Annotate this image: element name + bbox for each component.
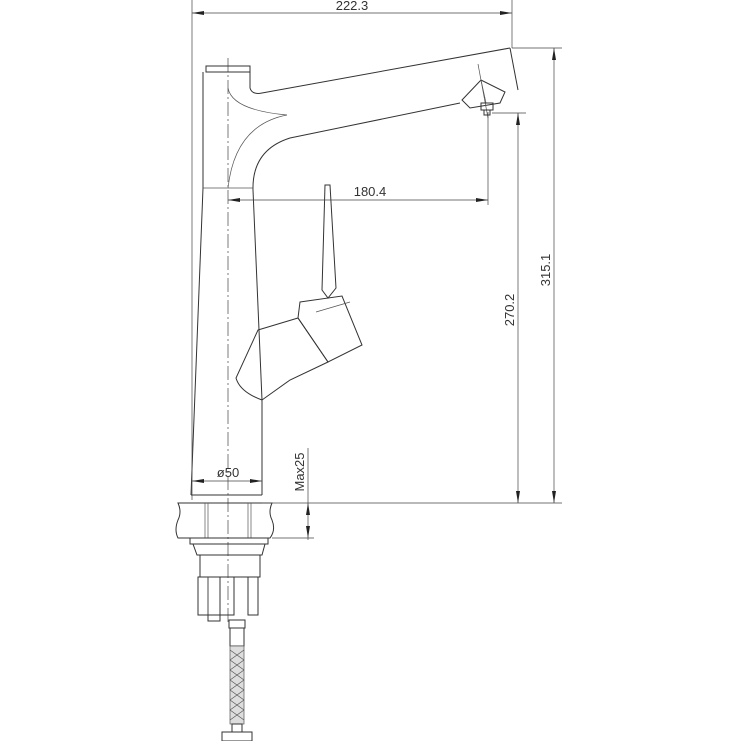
faucet-handle <box>235 184 363 401</box>
faucet-body <box>190 47 519 496</box>
dimension-overall-height: 315.1 <box>262 47 562 504</box>
dimension-label: 222.3 <box>336 0 369 13</box>
dimension-label: Max25 <box>292 452 307 491</box>
countertop-section <box>175 502 275 539</box>
dimension-label: ø50 <box>217 465 239 480</box>
dimension-outlet-height: 270.2 <box>492 112 526 503</box>
dimension-base-diameter: ø50 <box>192 465 262 483</box>
mounting-nut <box>189 537 269 622</box>
supply-hose <box>221 619 253 741</box>
dimension-spout-reach: 180.4 <box>228 112 489 205</box>
aerator <box>461 63 506 119</box>
dimension-label: 315.1 <box>538 254 553 287</box>
dimension-label: 270.2 <box>502 294 517 327</box>
dimension-label: 180.4 <box>354 184 387 199</box>
dimension-max-counter-thickness: Max25 <box>272 448 314 540</box>
dimension-overall-width: 222.3 <box>191 0 513 500</box>
